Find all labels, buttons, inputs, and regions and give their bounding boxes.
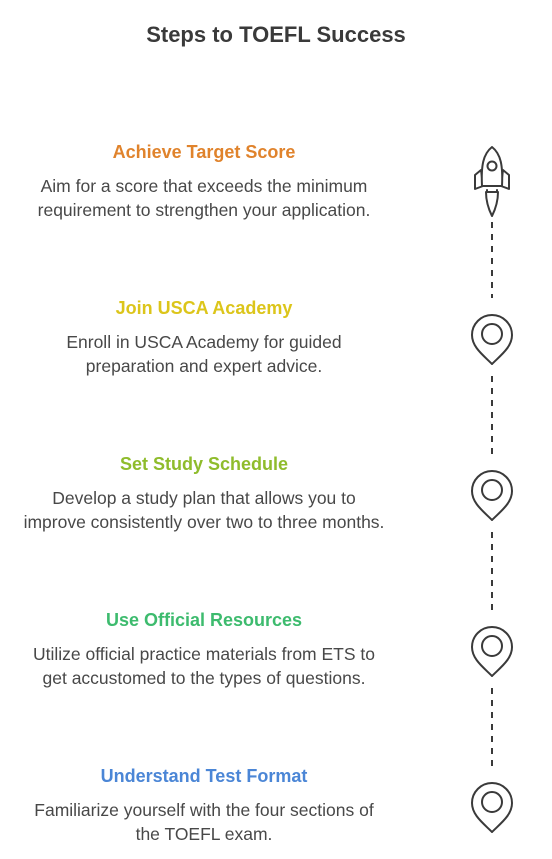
step-1: Achieve Target Score Aim for a score tha…: [20, 140, 388, 223]
step-description: Aim for a score that exceeds the minimum…: [37, 176, 371, 221]
location-pin-icon: [471, 782, 513, 833]
step-description: Develop a study plan that allows you to …: [23, 488, 385, 533]
location-pin-icon: [471, 470, 513, 521]
step-title: Understand Test Format: [100, 766, 308, 786]
rocket-icon: [474, 146, 510, 217]
step-title: Achieve Target Score: [112, 142, 296, 162]
step-3: Set Study Schedule Develop a study plan …: [20, 452, 388, 535]
step-description: Familiarize yourself with the four secti…: [34, 800, 374, 845]
step-4: Use Official Resources Utilize official …: [20, 608, 388, 691]
step-title: Set Study Schedule: [119, 454, 289, 474]
step-5: Understand Test Format Familiarize yours…: [20, 764, 388, 847]
page-title: Steps to TOEFL Success: [146, 22, 406, 47]
location-pin-icon: [471, 314, 513, 365]
step-description: Enroll in USCA Academy for guided prepar…: [66, 332, 342, 377]
step-description: Utilize official practice materials from…: [32, 644, 375, 689]
step-2: Join USCA Academy Enroll in USCA Academy…: [20, 296, 388, 379]
step-title: Use Official Resources: [105, 610, 303, 630]
step-title: Join USCA Academy: [115, 298, 293, 318]
location-pin-icon: [471, 626, 513, 677]
